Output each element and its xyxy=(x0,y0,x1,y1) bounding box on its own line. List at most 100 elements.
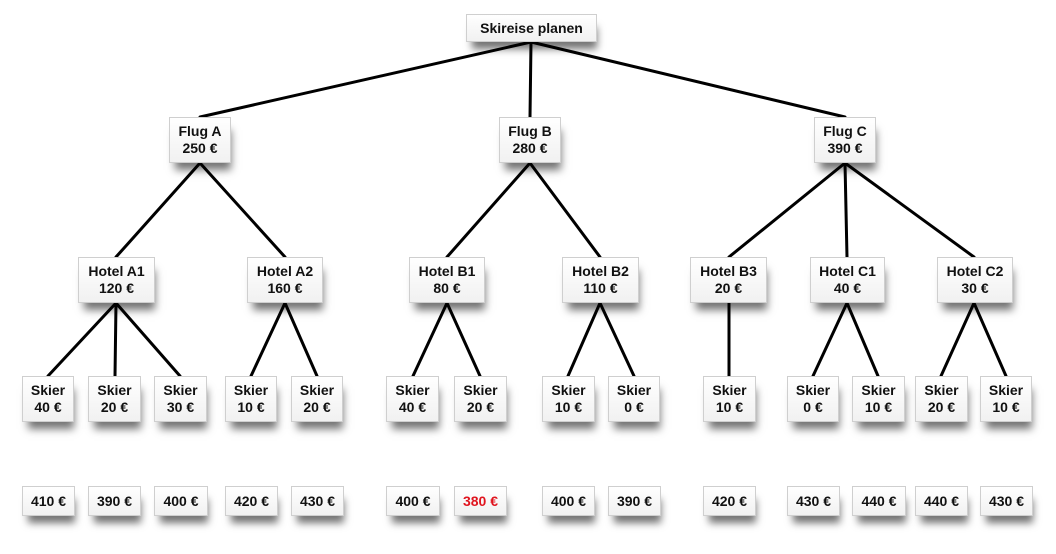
hotel-price: 20 € xyxy=(714,280,743,296)
ski-node: Skier 10 € xyxy=(225,376,277,422)
ski-node: Skier 20 € xyxy=(291,376,343,422)
ski-name: Skier xyxy=(395,382,430,398)
edge-hotel-a1-ski-3 xyxy=(114,301,182,378)
ski-price: 20 € xyxy=(303,399,331,415)
hotel-price: 160 € xyxy=(267,280,303,296)
edge-hotel-a2-ski-1 xyxy=(249,301,287,378)
flight-node-b: Flug B 280 € xyxy=(499,117,561,163)
total-cost: 390 € xyxy=(88,486,141,516)
edge-hotel-b2-ski-1 xyxy=(566,301,602,378)
ski-node: Skier 10 € xyxy=(542,376,595,422)
root-node: Skireise planen xyxy=(466,14,597,42)
total-cost: 440 € xyxy=(852,486,906,516)
ski-name: Skier xyxy=(299,382,335,398)
edge-root-flug-b xyxy=(528,40,533,119)
root-label: Skireise planen xyxy=(480,19,583,36)
edge-hotel-b1-ski-2 xyxy=(445,301,482,378)
flight-name: Flug B xyxy=(508,123,552,139)
hotel-price: 80 € xyxy=(433,280,461,296)
hotel-price: 30 € xyxy=(961,280,989,296)
ski-node: Skier 10 € xyxy=(980,376,1032,422)
hotel-node-c1: Hotel C1 40 € xyxy=(810,257,885,303)
edge-flug-b-hotel-b2 xyxy=(528,161,602,259)
edge-flug-c-hotel-c2 xyxy=(843,161,976,259)
total-value: 390 € xyxy=(616,492,653,509)
total-cost: 420 € xyxy=(703,486,756,516)
total-value: 430 € xyxy=(795,492,832,509)
hotel-price: 120 € xyxy=(98,280,135,296)
total-cost: 400 € xyxy=(154,486,208,516)
edge-hotel-b2-ski-2 xyxy=(598,301,636,378)
edge-root-flug-c xyxy=(529,40,847,119)
flight-price: 390 € xyxy=(827,140,863,156)
ski-price: 10 € xyxy=(864,399,893,415)
total-value-cheapest: 380 € xyxy=(462,492,499,509)
ski-node: Skier 30 € xyxy=(154,376,207,422)
total-value: 400 € xyxy=(163,492,199,509)
total-cost: 430 € xyxy=(787,486,840,516)
ski-node: Skier 40 € xyxy=(386,376,439,422)
total-value: 420 € xyxy=(233,492,270,509)
edge-hotel-b1-ski-1 xyxy=(411,301,449,378)
hotel-node-a2: Hotel A2 160 € xyxy=(247,257,323,303)
total-value: 390 € xyxy=(96,492,133,509)
ski-price: 20 € xyxy=(466,399,495,415)
total-value: 420 € xyxy=(711,492,748,509)
flight-price: 250 € xyxy=(182,140,218,156)
hotel-name: Hotel C2 xyxy=(946,263,1004,279)
ski-price: 10 € xyxy=(715,399,744,415)
edge-hotel-c1-ski-1 xyxy=(811,301,849,378)
hotel-price: 40 € xyxy=(833,280,862,296)
hotel-name: Hotel B1 xyxy=(418,263,476,279)
total-value: 410 € xyxy=(30,492,67,509)
total-cost: 430 € xyxy=(291,486,344,516)
ski-price: 40 € xyxy=(34,399,62,415)
ski-name: Skier xyxy=(463,382,498,398)
ski-node: Skier 20 € xyxy=(454,376,507,422)
ski-node: Skier 10 € xyxy=(703,376,756,422)
ski-node: Skier 0 € xyxy=(608,376,660,422)
flight-price: 280 € xyxy=(512,140,548,156)
edge-hotel-c2-ski-1 xyxy=(939,301,976,378)
hotel-name: Hotel B3 xyxy=(700,263,757,279)
total-value: 440 € xyxy=(861,492,897,509)
ski-price: 10 € xyxy=(992,399,1020,415)
total-cost: 410 € xyxy=(22,486,75,516)
ski-price: 20 € xyxy=(100,399,129,415)
ski-price: 20 € xyxy=(927,399,956,415)
total-cost: 400 € xyxy=(542,486,595,516)
edge-flug-c-hotel-c1 xyxy=(843,161,849,259)
edge-hotel-c2-ski-2 xyxy=(972,301,1008,378)
hotel-price: 110 € xyxy=(583,280,618,296)
edge-hotel-c1-ski-2 xyxy=(845,301,880,378)
ski-name: Skier xyxy=(712,382,747,398)
ski-name: Skier xyxy=(551,382,586,398)
ski-name: Skier xyxy=(616,382,652,398)
total-cost: 440 € xyxy=(915,486,968,516)
flight-name: Flug C xyxy=(823,123,867,139)
ski-node: Skier 10 € xyxy=(852,376,905,422)
hotel-name: Hotel B2 xyxy=(572,263,629,279)
ski-price: 0 € xyxy=(803,399,823,415)
total-cost: 420 € xyxy=(225,486,278,516)
total-value: 400 € xyxy=(395,492,431,509)
hotel-name: Hotel A1 xyxy=(88,263,145,279)
total-cost-cheapest: 380 € xyxy=(454,486,507,516)
ski-price: 40 € xyxy=(398,399,427,415)
total-value: 440 € xyxy=(923,492,960,509)
ski-name: Skier xyxy=(795,382,831,398)
hotel-node-b3: Hotel B3 20 € xyxy=(690,257,767,303)
total-value: 400 € xyxy=(550,492,587,509)
ski-name: Skier xyxy=(233,382,269,398)
edge-hotel-a1-ski-1 xyxy=(46,301,118,378)
ski-name: Skier xyxy=(988,382,1024,398)
edge-flug-a-hotel-a2 xyxy=(198,161,287,259)
ski-name: Skier xyxy=(924,382,959,398)
edge-flug-a-hotel-a1 xyxy=(114,161,202,259)
ski-name: Skier xyxy=(30,382,66,398)
ski-node: Skier 20 € xyxy=(915,376,968,422)
hotel-node-b1: Hotel B1 80 € xyxy=(409,257,485,303)
ski-node: Skier 20 € xyxy=(88,376,141,422)
ski-price: 30 € xyxy=(166,399,195,415)
